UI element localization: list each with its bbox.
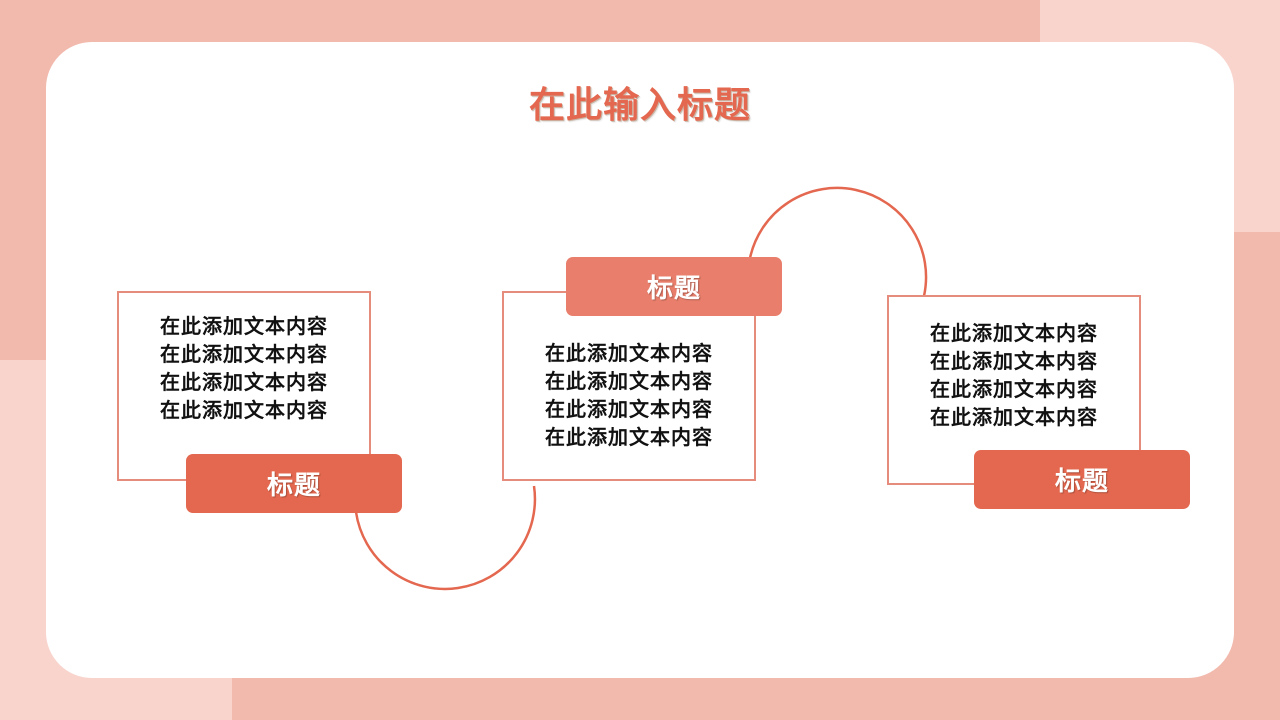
text-line: 在此添加文本内容 (545, 396, 713, 421)
text-line: 在此添加文本内容 (930, 404, 1098, 429)
text-line: 在此添加文本内容 (930, 348, 1098, 373)
text-line: 在此添加文本内容 (160, 313, 328, 338)
text-line: 在此添加文本内容 (930, 376, 1098, 401)
text-line: 在此添加文本内容 (545, 368, 713, 393)
text-line: 在此添加文本内容 (160, 397, 328, 422)
text-box-1: 在此添加文本内容 在此添加文本内容 在此添加文本内容 在此添加文本内容 (117, 291, 371, 481)
text-line: 在此添加文本内容 (545, 340, 713, 365)
text-line: 在此添加文本内容 (160, 369, 328, 394)
text-line: 在此添加文本内容 (930, 320, 1098, 345)
slide-title: 在此输入标题 (528, 84, 751, 126)
text-line: 在此添加文本内容 (160, 341, 328, 366)
text-box-2: 在此添加文本内容 在此添加文本内容 在此添加文本内容 在此添加文本内容 (502, 291, 756, 481)
text-line: 在此添加文本内容 (545, 424, 713, 449)
block-3-title-tag: 标题 (974, 450, 1190, 509)
block-1-title-tag: 标题 (186, 454, 402, 513)
block-2-title-tag: 标题 (566, 257, 782, 316)
